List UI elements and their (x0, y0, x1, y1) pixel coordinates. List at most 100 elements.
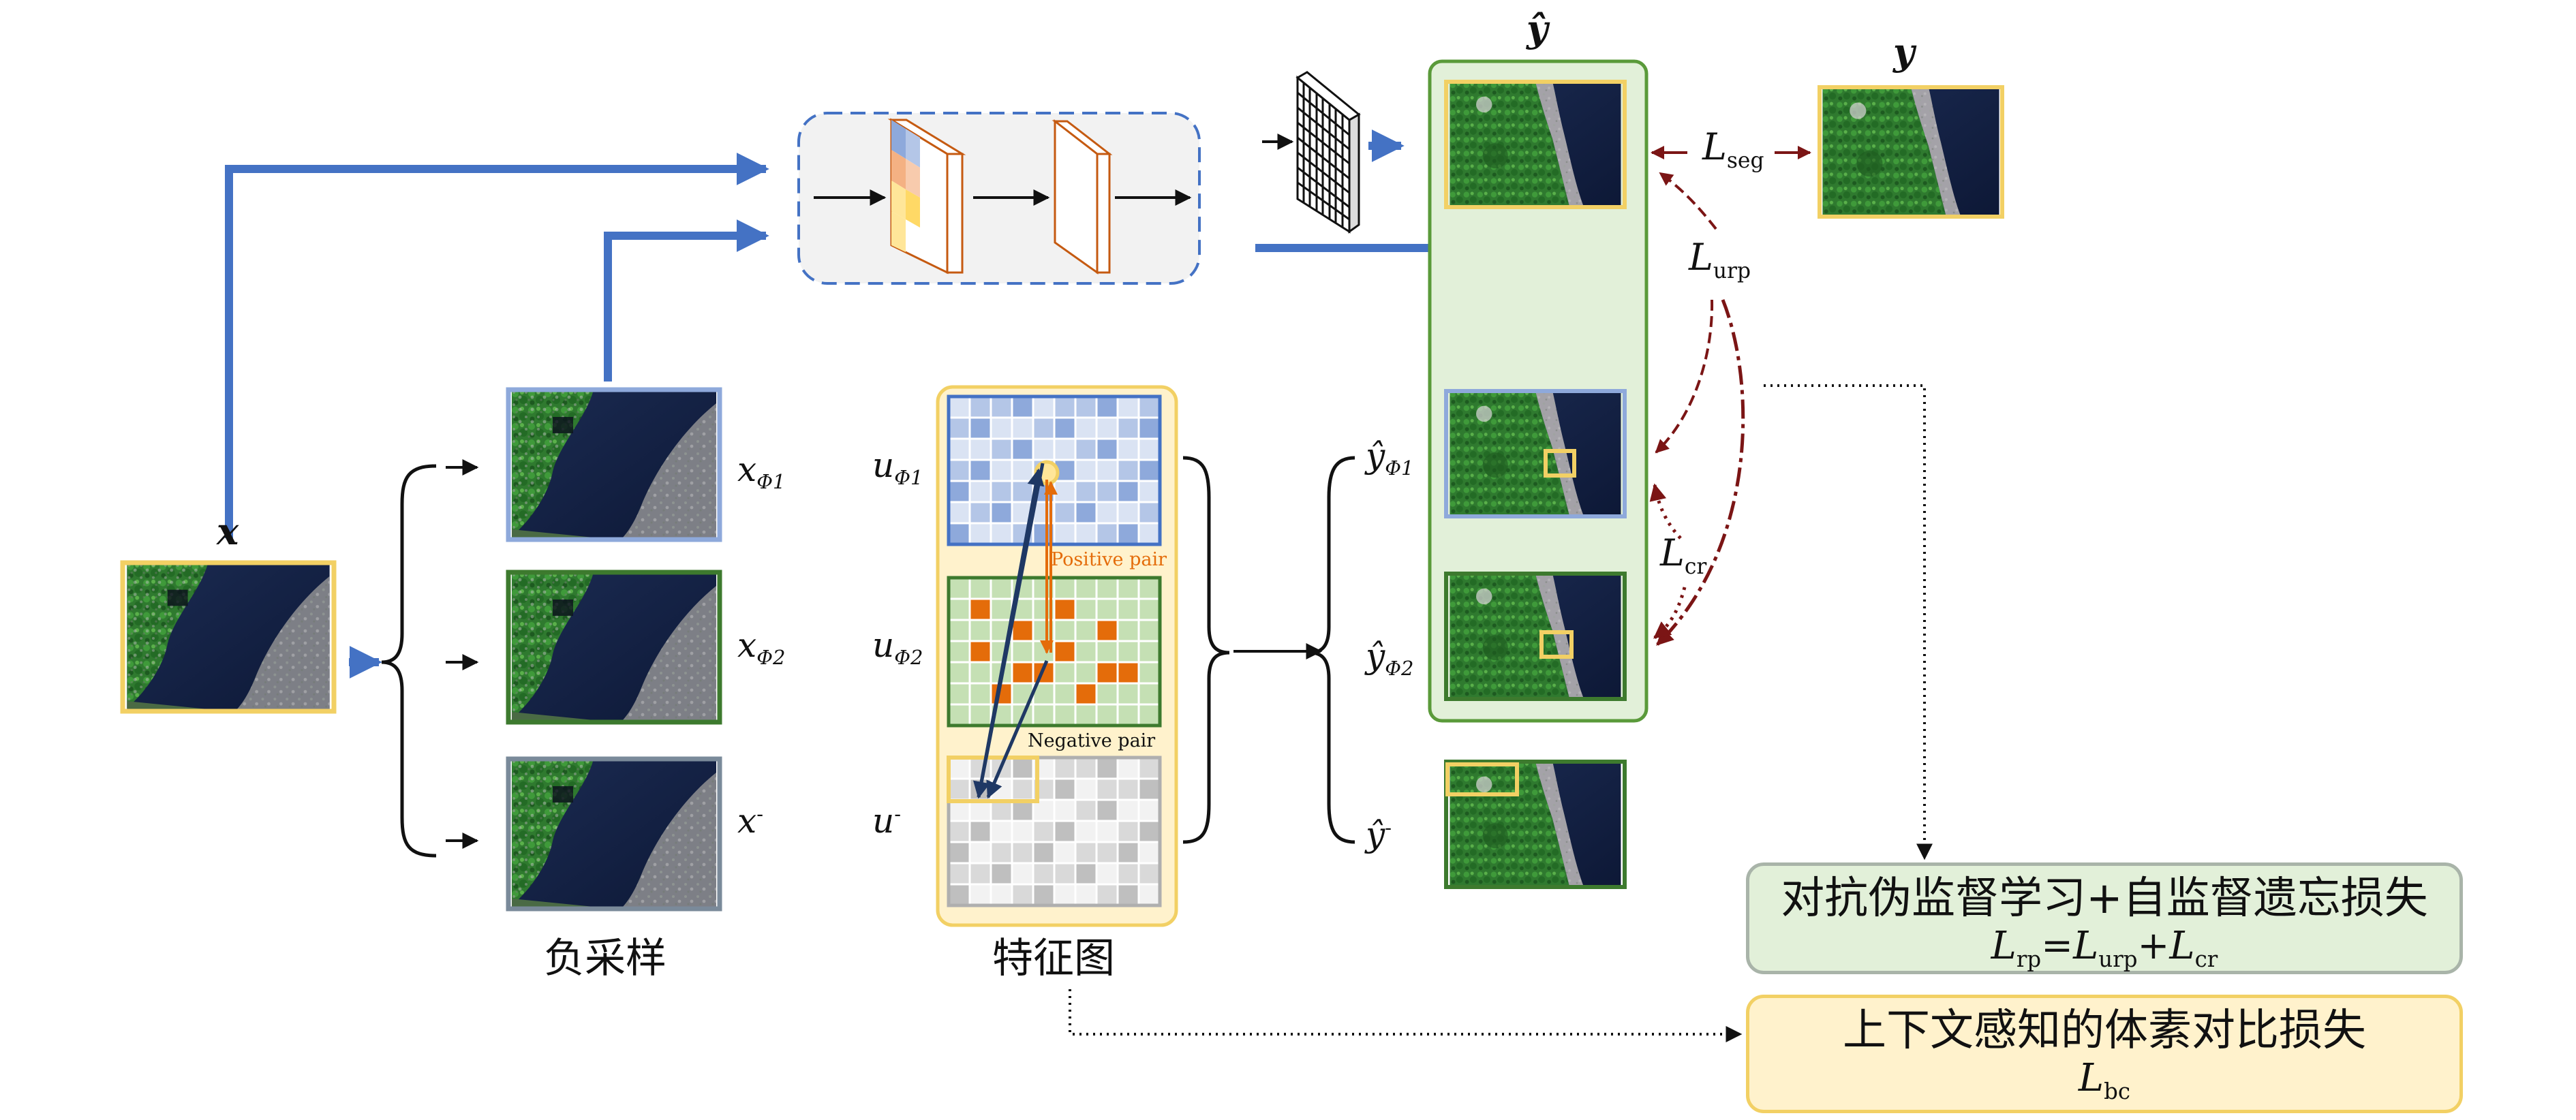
voxel-cell (1095, 416, 1119, 440)
voxel-cell (1137, 501, 1161, 525)
voxel-cell (1095, 619, 1119, 642)
voxel-grid-frame (947, 756, 1162, 907)
voxel-cell (947, 703, 971, 727)
voxel-cell (968, 883, 992, 907)
voxel-cell (947, 480, 971, 503)
voxel-cell (1011, 820, 1034, 843)
voxel-cell (1011, 756, 1034, 780)
voxel-cell (1074, 480, 1098, 503)
voxel-cell (1053, 661, 1077, 685)
voxel-cell (947, 437, 971, 461)
voxel-cell (1074, 820, 1098, 843)
label-yhat-phi2: ŷΦ2 (1366, 636, 1414, 680)
voxel-cell (1011, 661, 1034, 685)
voxel-cell (1116, 777, 1140, 801)
voxel-cell (947, 640, 971, 664)
voxel-cell (1011, 640, 1034, 664)
voxel-cell (968, 619, 992, 642)
voxel-cell (1116, 480, 1140, 503)
lurp-arrow-phi1 (1655, 299, 1714, 454)
voxel-cell (990, 597, 1013, 621)
voxel-cell (1116, 798, 1140, 822)
selected-voxel-neg (947, 756, 1039, 803)
voxel-cell (1011, 777, 1034, 801)
voxel-cell (1116, 820, 1140, 843)
voxel-cell (990, 437, 1013, 461)
voxel-cell (968, 416, 992, 440)
voxel-cell (1095, 458, 1119, 482)
voxel-cell (1074, 883, 1098, 907)
label-y-hat: ŷ (1527, 7, 1548, 50)
voxel-cell (990, 480, 1013, 503)
voxel-cell (947, 756, 971, 780)
voxel-cell (1074, 682, 1098, 706)
voxel-cell (1116, 661, 1140, 685)
voxel-cell (947, 777, 971, 801)
voxel-cell (947, 820, 971, 843)
voxel-cell (1074, 841, 1098, 865)
xphi1-to-encoder-arrow (604, 219, 769, 382)
voxel-cell (1074, 798, 1098, 822)
label-x-phi1: xΦ1 (737, 450, 786, 493)
voxel-cell (1032, 437, 1056, 461)
feature-brace (1182, 456, 1230, 844)
label-yhat-phi1: ŷΦ1 (1366, 436, 1414, 480)
voxel-cell (968, 522, 992, 546)
voxel-cell (968, 458, 992, 482)
voxel-cell (1053, 619, 1077, 642)
voxel-cell (947, 522, 971, 546)
voxel-cell (990, 522, 1013, 546)
voxel-grid-frame (947, 576, 1162, 728)
feature-grid-u-phi2 (947, 576, 1162, 728)
voxel-cell (1074, 703, 1098, 727)
voxel-cell (1116, 841, 1140, 865)
voxel-cell (1116, 862, 1140, 886)
voxel-cell (1137, 395, 1161, 419)
decoder-grid (1295, 71, 1361, 234)
voxel-cell (1011, 458, 1034, 482)
voxel-cell (1095, 597, 1119, 621)
voxel-cell (947, 862, 971, 886)
sampling-brace (381, 464, 437, 858)
voxel-loss-formula: Lbc (2078, 1056, 2131, 1105)
voxel-cell (1053, 777, 1077, 801)
voxel-cell (1095, 501, 1119, 525)
voxel-cell (968, 756, 992, 780)
voxel-cell (1137, 619, 1161, 642)
voxel-cell (1074, 522, 1098, 546)
voxel-cell (1137, 756, 1161, 780)
voxel-cell (1032, 862, 1056, 886)
voxel-cell (1053, 841, 1077, 865)
input-image-x (120, 560, 337, 714)
voxel-cell (1011, 416, 1034, 440)
label-negative-pair: Negative pair (1028, 730, 1156, 751)
voxel-cell (1053, 756, 1077, 780)
voxel-grid-frame (947, 394, 1162, 546)
feature-cube-1 (887, 118, 966, 275)
voxel-cell (1053, 501, 1077, 525)
voxel-cell (1137, 661, 1161, 685)
label-u-phi2: uΦ2 (872, 625, 923, 669)
label-negative-sampling: 负采样 (544, 935, 666, 982)
voxel-cell (1095, 798, 1119, 822)
voxel-cell (1011, 841, 1034, 865)
voxel-cell (1137, 640, 1161, 664)
feature-cube-2 (1052, 119, 1113, 275)
label-u-phi1: uΦ1 (872, 446, 923, 489)
voxel-cell (1095, 682, 1119, 706)
voxel-cell (947, 501, 971, 525)
voxel-cell (1074, 619, 1098, 642)
voxel-cell (1053, 395, 1077, 419)
label-lseg: Lseg (1702, 125, 1764, 173)
voxel-cell (968, 576, 992, 600)
voxel-cell (1137, 777, 1161, 801)
prediction-brace (1309, 456, 1355, 844)
image-x-phi1 (506, 387, 722, 542)
image-x-neg (506, 756, 722, 912)
voxel-cell (968, 480, 992, 503)
voxel-cell (947, 883, 971, 907)
voxel-cell (968, 703, 992, 727)
voxel-cell (1137, 841, 1161, 865)
voxel-cell (1116, 522, 1140, 546)
